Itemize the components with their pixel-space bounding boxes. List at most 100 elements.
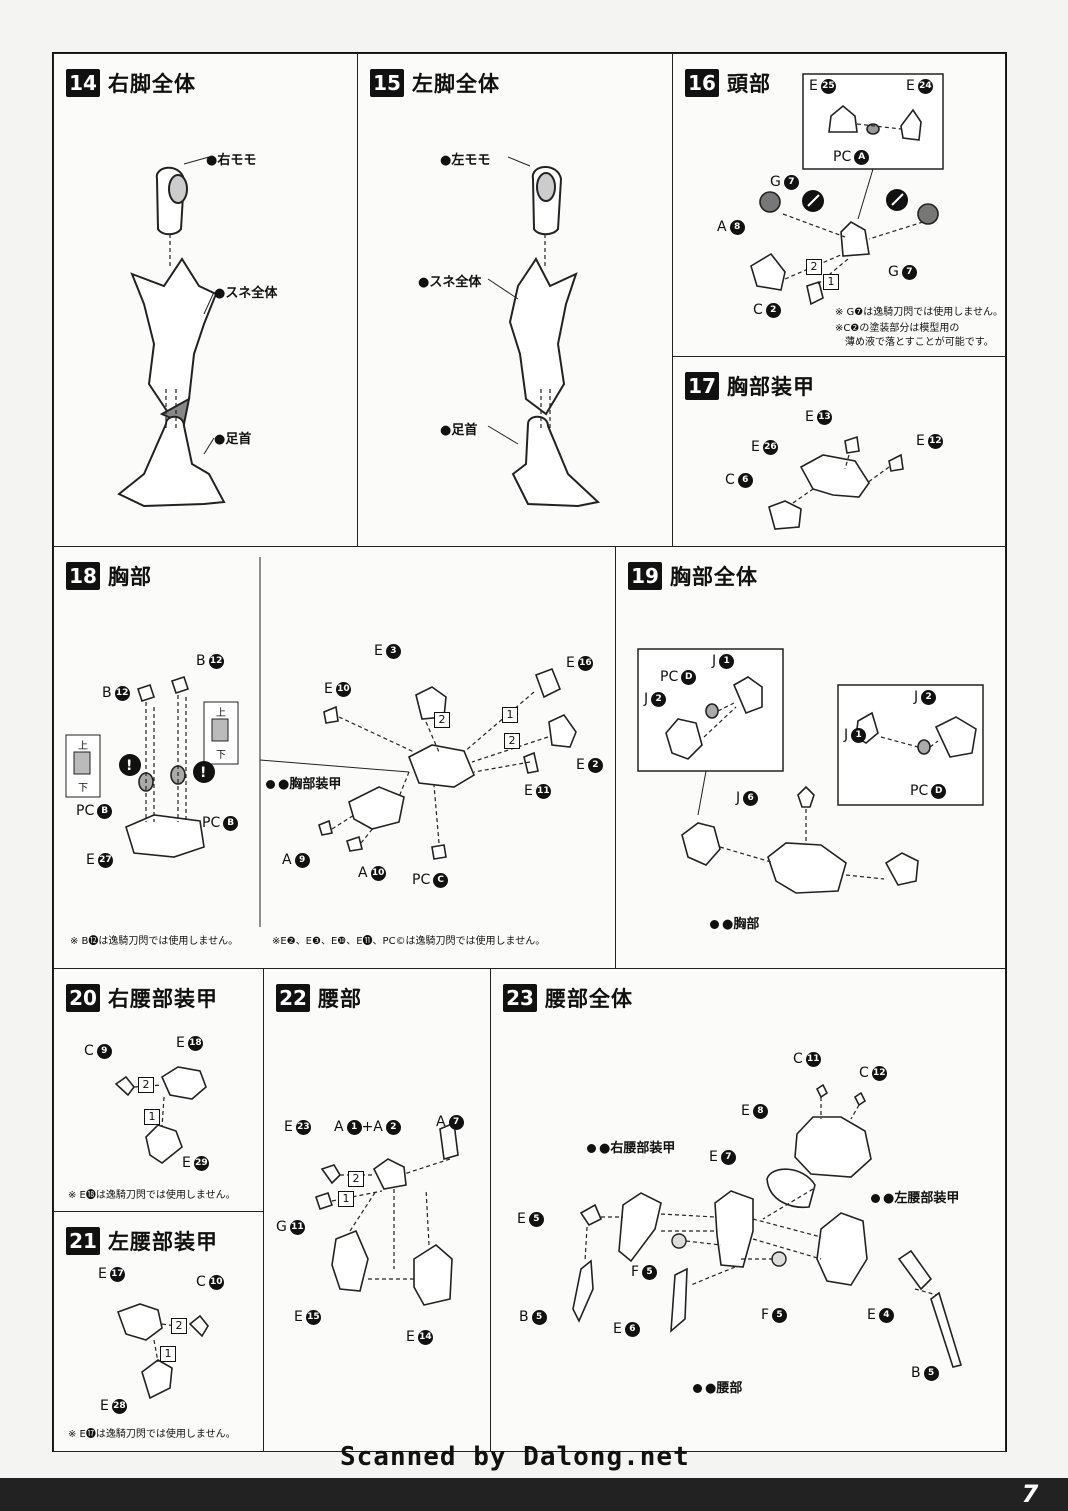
step-number: 19 [628, 562, 662, 590]
note: ※E❷、E❸、E❿、E⓫、PC©は逸騎刀閃では使用しません。 [272, 936, 546, 947]
note: ※ E⓱は逸騎刀閃では使用しません。 [68, 1429, 236, 1440]
right-waist-armor-diagram [114, 1066, 207, 1164]
panel-header: 23 腰部全体 [503, 983, 633, 1013]
panel-title: 胸部装甲 [727, 375, 815, 399]
step-marker: 1 [160, 1346, 176, 1362]
step-marker: 2 [138, 1077, 154, 1093]
left-waist-armor-diagram [116, 1303, 209, 1400]
step-marker: 1 [502, 707, 518, 723]
panel-header: 14 右脚全体 [66, 68, 196, 98]
page-number: 7 [1021, 1480, 1039, 1508]
full-chest-diagram [637, 648, 984, 894]
panel-title: 右脚全体 [108, 72, 196, 96]
step-marker: 2 [348, 1171, 364, 1187]
right-leg-diagram [117, 156, 226, 508]
note: ※C❷の塗装部分は模型用の [835, 323, 960, 334]
label-ankle: ●足首 [440, 423, 478, 438]
step-number: 21 [66, 1227, 100, 1255]
panel-header: 19 胸部全体 [628, 561, 758, 591]
panel-header: 17 胸部装甲 [685, 371, 815, 401]
svg-text:!: ! [200, 765, 206, 781]
panel-18-chest: 18 胸部 !! [53, 546, 616, 969]
step-number: 22 [276, 984, 310, 1012]
panel-15-left-leg: 15 左脚全体 ●左モモ ●スネ全体 ●足首 [357, 53, 673, 547]
label-waist: ●腰部 [693, 1377, 742, 1396]
panel-title: 胸部 [108, 565, 152, 589]
updown-label: 下 [78, 783, 88, 794]
svg-text:!: ! [126, 758, 132, 774]
label-shin: ●スネ全体 [214, 286, 278, 301]
waist-diagram [314, 1121, 459, 1306]
step-number: 17 [685, 372, 719, 400]
panel-title: 左脚全体 [412, 72, 500, 96]
label-chest: ●胸部 [710, 913, 759, 932]
panel-header: 20 右腰部装甲 [66, 983, 218, 1013]
step-number: 18 [66, 562, 100, 590]
step-marker: 1 [823, 274, 839, 290]
note: ※ G❼は逸騎刀閃では使用しません。 [835, 307, 1003, 318]
step-marker: 1 [338, 1191, 354, 1207]
panel-title: 腰部全体 [545, 987, 633, 1011]
panel-header: 21 左腰部装甲 [66, 1226, 218, 1256]
chest-armor-diagram [768, 435, 904, 530]
step-number: 14 [66, 69, 100, 97]
label-right-thigh: ●右モモ [206, 153, 257, 168]
note: ※ E⓲は逸騎刀閃では使用しません。 [68, 1190, 236, 1201]
step-marker: 2 [504, 733, 520, 749]
note: 薄め液で落とすことが可能です。 [845, 337, 994, 348]
panel-title: 胸部全体 [670, 565, 758, 589]
step-number: 15 [370, 69, 404, 97]
footer-bar [0, 1478, 1068, 1511]
updown-label: 上 [216, 708, 226, 719]
panel-title: 腰部 [318, 987, 362, 1011]
panel-23-full-waist: 23 腰部全体 [490, 968, 1006, 1452]
